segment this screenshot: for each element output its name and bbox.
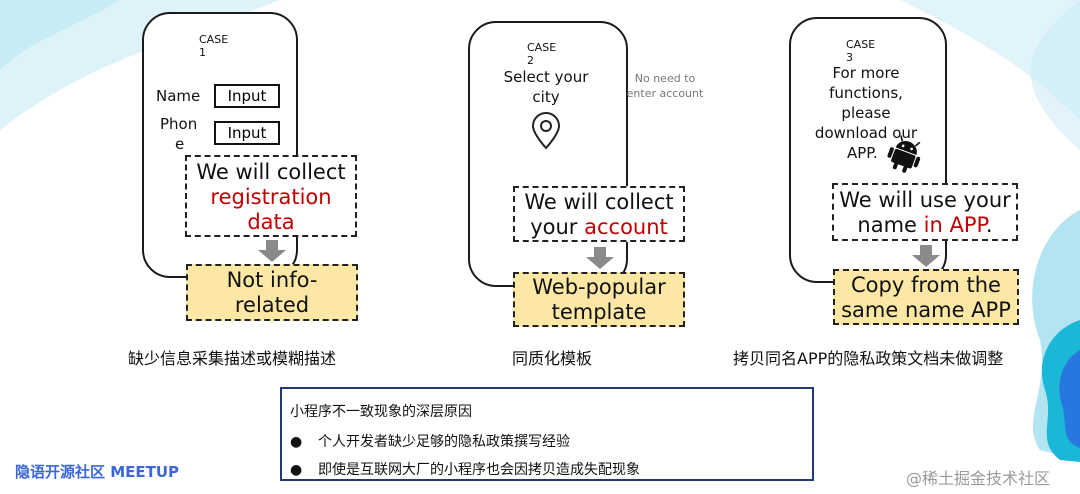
case-1-statement-line-1: We will collect (196, 160, 346, 184)
summary-title: 小程序不一致现象的深层原因 (290, 404, 472, 420)
case-1-result-line-1: Not info- (226, 268, 318, 292)
case-1-caption: 缺少信息采集描述或模糊描述 (128, 349, 337, 368)
phone-label-line-2: e (175, 135, 185, 153)
case-1-statement-red-line-2: registration (210, 185, 332, 209)
case-2-statement-red-word: account (584, 215, 668, 239)
case-3-statement-line-2-suffix: . (985, 213, 993, 237)
name-label: Name (156, 87, 201, 105)
case-2-note-line-2: enter account (626, 87, 704, 100)
case-3-statement-line-1: We will use your (839, 188, 1011, 212)
root-cause-summary-box: 小程序不一致现象的深层原因 ● 个人开发者缺少足够的隐私政策撰写经验 ● 即使是互联… (280, 387, 814, 481)
case-2-phone-frame (468, 21, 628, 287)
watermark: @稀土掘金技术社区 (906, 469, 1051, 488)
case-2-statement-line-2-prefix: your (530, 215, 585, 239)
bullet-dot-icon: ● (290, 434, 303, 450)
bullet-dot-icon: ● (290, 462, 303, 478)
case-1-label: CASE 1 (199, 33, 229, 59)
meetup-logo-text: 隐语开源社区 MEETUP (15, 463, 180, 481)
summary-bullet-2-text: 即使是互联网大厂的小程序也会因拷贝造成失配现象 (318, 462, 640, 478)
download-prompt-line-2: functions, (829, 84, 903, 102)
case-2-statement-line-1: We will collect (524, 190, 674, 214)
city-prompt-line-2: city (532, 88, 560, 106)
case-3-result-box: Copy from the same name APP (833, 269, 1019, 325)
summary-bullet-1: ● 个人开发者缺少足够的隐私政策撰写经验 (290, 431, 570, 451)
case-2-label: CASE 2 (527, 41, 557, 67)
name-input: Input (214, 84, 280, 108)
case-2-statement-line-2: your account (515, 215, 683, 240)
case-3-use-statement: We will use your name in APP. (832, 183, 1018, 241)
summary-bullet-1-text: 个人开发者缺少足够的隐私政策撰写经验 (318, 434, 570, 450)
case-2-result-line-2: template (551, 300, 647, 324)
download-prompt-line-3: please (841, 104, 891, 122)
case-2-note: No need to enter account (625, 71, 705, 101)
case-1-result-line-2: related (234, 293, 310, 317)
case-2-result-line-1: Web-popular (532, 275, 666, 299)
case-3-caption: 拷贝同名APP的隐私政策文档未做调整 (733, 349, 1004, 368)
case-2-down-arrow-icon (586, 247, 614, 269)
case-2-note-line-1: No need to (634, 72, 696, 85)
case-2-result-box: Web-popular template (513, 272, 685, 327)
case-1-statement-red-line-3: data (247, 210, 295, 234)
case-1-collect-statement: We will collect registration data (185, 155, 357, 237)
case-1-down-arrow-icon (258, 240, 286, 262)
download-prompt-line-1: For more (832, 64, 900, 82)
case-3-label: CASE 3 (846, 38, 876, 64)
location-pin-icon (531, 112, 561, 150)
download-prompt-line-5: APP. (847, 144, 878, 162)
download-prompt-line-4: download our (814, 124, 918, 142)
phone-input: Input (214, 121, 280, 145)
case-3-statement-line-2-prefix: name (857, 213, 924, 237)
case-3-result-line-2: same name APP (841, 298, 1011, 322)
city-prompt-line-1: Select your (503, 68, 589, 86)
case-2-collect-statement: We will collect your account (513, 186, 685, 242)
case-3-statement-red-phrase: in APP (923, 213, 986, 237)
summary-bullet-2: ● 即使是互联网大厂的小程序也会因拷贝造成失配现象 (290, 459, 640, 479)
case-1-result-box: Not info- related (186, 264, 358, 321)
case-3-statement-line-2: name in APP. (834, 213, 1016, 238)
case-3-result-line-1: Copy from the (851, 273, 1001, 297)
case-2-caption: 同质化模板 (512, 349, 593, 368)
android-icon (887, 135, 921, 173)
phone-label-line-1: Phon (160, 115, 198, 133)
case-3-down-arrow-icon (912, 245, 940, 267)
